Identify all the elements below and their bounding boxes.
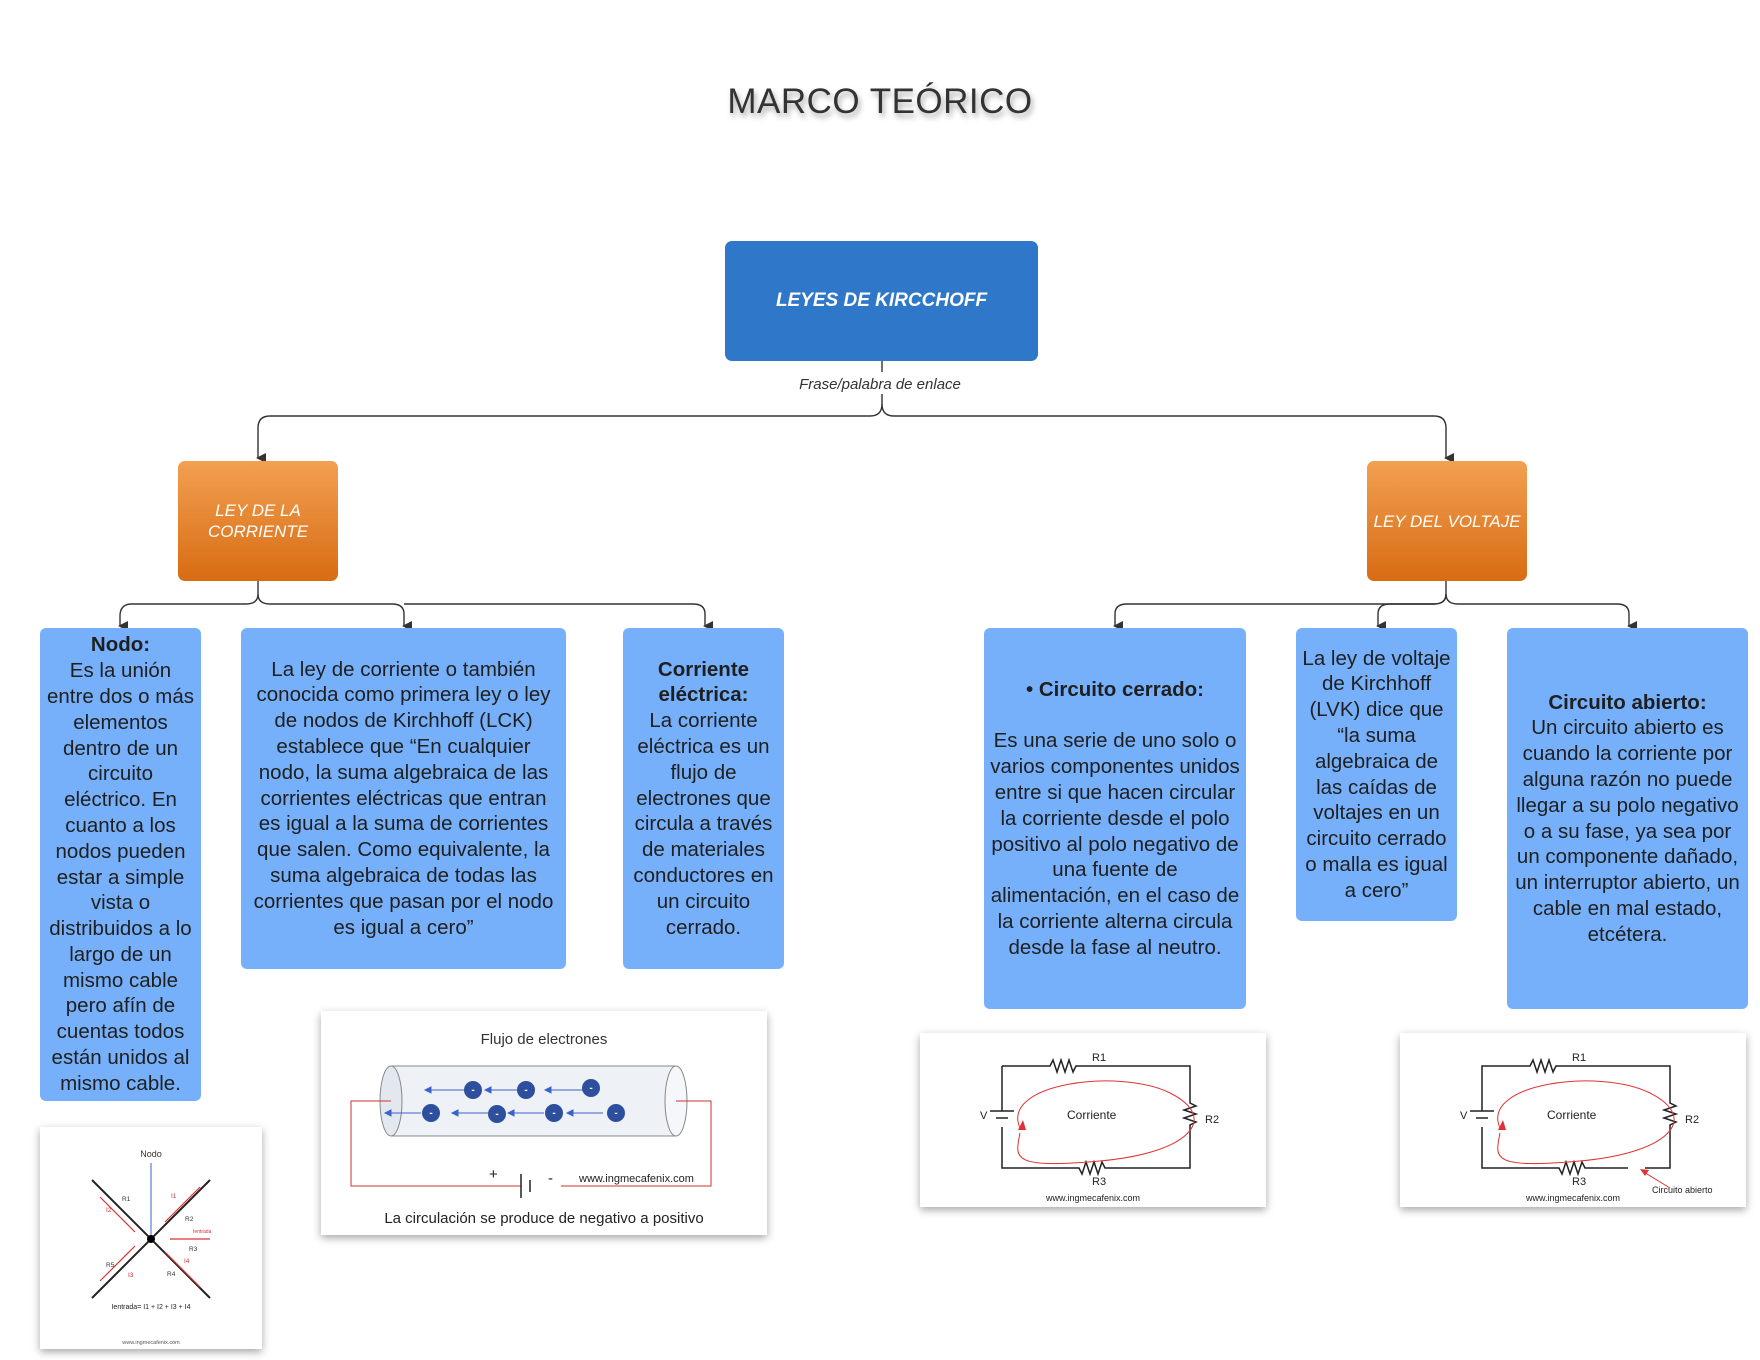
closed-site: www.ingmecafenix.com bbox=[1045, 1193, 1140, 1203]
electron-flow-image: Flujo de electrones + - - - bbox=[321, 1011, 767, 1235]
nodo-label-i3: I3 bbox=[128, 1272, 134, 1279]
closed-r2: R2 bbox=[1205, 1114, 1219, 1126]
nodo-label-i2: I2 bbox=[106, 1207, 112, 1214]
nodo-label-r1: R1 bbox=[122, 1196, 131, 1203]
flujo-caption: La circulación se produce de negativo a … bbox=[384, 1210, 703, 1227]
card-lvk-body: La ley de voltaje de Kirchhoff (LVK) dic… bbox=[1302, 646, 1451, 902]
card-cerrado-heading: • Circuito cerrado: bbox=[1025, 677, 1205, 701]
voltage-law-node: LEY DEL VOLTAJE bbox=[1367, 461, 1527, 581]
nodo-image-title: Nodo bbox=[140, 1149, 162, 1159]
closed-circuit-image: R1 R2 R3 V Corriente www.ingmecafenix.co… bbox=[920, 1033, 1266, 1207]
closed-current: Corriente bbox=[1067, 1108, 1117, 1122]
card-corriente: Corriente eléctrica: La corriente eléctr… bbox=[623, 628, 784, 969]
card-lvk: La ley de voltaje de Kirchhoff (LVK) dic… bbox=[1296, 628, 1457, 921]
flujo-electron: - bbox=[552, 1108, 555, 1119]
open-r1: R1 bbox=[1572, 1052, 1586, 1064]
nodo-label-i1: I1 bbox=[171, 1193, 177, 1200]
card-lck: La ley de corriente o también conocida c… bbox=[241, 628, 566, 969]
nodo-site: www.ingmecafenix.com bbox=[121, 1340, 180, 1346]
open-v: V bbox=[1460, 1110, 1468, 1122]
nodo-label-i4: I4 bbox=[184, 1258, 190, 1265]
card-circuito-abierto: Circuito abierto: Un circuito abierto es… bbox=[1507, 628, 1748, 1009]
root-node: LEYES DE KIRCCHOFF bbox=[725, 241, 1038, 361]
flujo-electron: - bbox=[429, 1108, 432, 1119]
open-label: Circuito abierto bbox=[1652, 1185, 1713, 1195]
open-current: Corriente bbox=[1547, 1108, 1597, 1122]
card-nodo: Nodo: Es la unión entre dos o más elemen… bbox=[40, 628, 201, 1101]
nodo-formula: Ientrada= I1 + I2 + I3 + I4 bbox=[111, 1304, 190, 1311]
flujo-electron: - bbox=[589, 1083, 592, 1094]
open-site: www.ingmecafenix.com bbox=[1525, 1193, 1620, 1203]
voltage-law-label: LEY DEL VOLTAJE bbox=[1373, 511, 1521, 531]
nodo-label-r5: R5 bbox=[106, 1262, 115, 1269]
nodo-diagram-image: Nodo R1 I1 I2 R2 Ientrada R3 I4 R5 R4 I3… bbox=[40, 1127, 262, 1349]
nodo-label-r4: R4 bbox=[167, 1271, 176, 1278]
card-lck-body: La ley de corriente o también conocida c… bbox=[253, 657, 554, 939]
link-label: Frase/palabra de enlace bbox=[799, 376, 961, 393]
flujo-electron: - bbox=[614, 1108, 617, 1119]
root-label: LEYES DE KIRCCHOFF bbox=[775, 290, 988, 311]
current-law-node: LEY DE LA CORRIENTE bbox=[178, 461, 338, 581]
flujo-site: www.ingmecafenix.com bbox=[578, 1173, 694, 1185]
current-law-label: LEY DE LA CORRIENTE bbox=[207, 501, 309, 541]
flujo-minus: - bbox=[548, 1170, 553, 1187]
nodo-label-ientrada: Ientrada bbox=[193, 1229, 212, 1235]
card-corriente-heading: Corriente eléctrica: bbox=[657, 657, 750, 707]
card-cerrado-body: Es una serie de uno solo o varios compon… bbox=[990, 729, 1240, 959]
card-corriente-body: La corriente eléctrica es un flujo de el… bbox=[633, 709, 774, 939]
card-abierto-heading: Circuito abierto: bbox=[1548, 690, 1707, 714]
flujo-electron: - bbox=[495, 1109, 498, 1120]
card-circuito-cerrado: • Circuito cerrado: Es una serie de uno … bbox=[984, 628, 1246, 1009]
nodo-label-r2: R2 bbox=[185, 1216, 194, 1223]
page-title: MARCO TEÓRICO bbox=[727, 82, 1033, 121]
closed-r1: R1 bbox=[1092, 1052, 1106, 1064]
open-r2: R2 bbox=[1685, 1114, 1699, 1126]
card-nodo-heading: Nodo: bbox=[90, 633, 151, 657]
closed-r3: R3 bbox=[1092, 1176, 1106, 1188]
card-nodo-body: Es la unión entre dos o más elementos de… bbox=[47, 659, 194, 1095]
flujo-title: Flujo de electrones bbox=[481, 1031, 608, 1048]
flujo-plus: + bbox=[489, 1166, 498, 1183]
flujo-electron: - bbox=[471, 1085, 474, 1096]
open-r3: R3 bbox=[1572, 1176, 1586, 1188]
open-circuit-image: R1 R2 R3 V Corriente Circuito abierto ww… bbox=[1400, 1033, 1746, 1207]
nodo-label-r3: R3 bbox=[189, 1246, 198, 1253]
flujo-electron: - bbox=[524, 1085, 527, 1096]
card-abierto-body: Un circuito abierto es cuando la corrien… bbox=[1515, 716, 1740, 946]
closed-v: V bbox=[980, 1110, 988, 1122]
